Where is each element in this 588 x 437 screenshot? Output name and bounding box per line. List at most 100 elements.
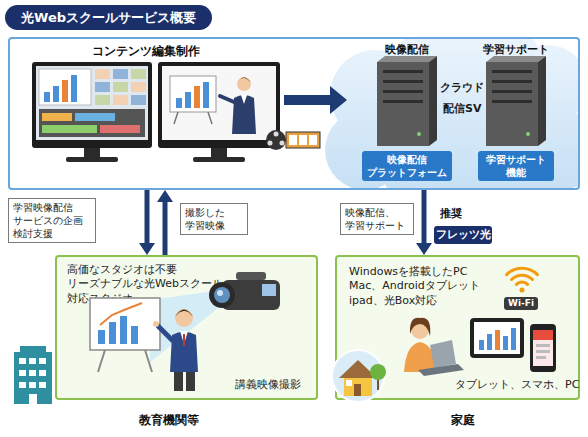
- film-icon: [280, 141, 285, 146]
- platform-badge: 映像配信 プラットフォーム: [362, 151, 452, 181]
- server-heading: 映像配信: [355, 43, 459, 57]
- upload-arrow: [284, 86, 347, 114]
- editing-monitor: [84, 148, 100, 157]
- server-heading: 学習サポート: [466, 43, 566, 57]
- preview-monitor: [162, 66, 276, 140]
- building-icon: [29, 358, 36, 364]
- editing-monitor: [62, 80, 68, 102]
- service-badge: フレッツ光: [434, 226, 492, 244]
- server-icon: [526, 132, 530, 136]
- editing-monitor: [42, 113, 72, 121]
- content-panel: コンテンツ編集制作 映像配信映像配信 プラットフォーム 学習サポート学習サポート 機…: [8, 37, 580, 190]
- preview-monitor: [174, 112, 178, 124]
- server-icon: [383, 70, 423, 73]
- function-badge: 学習サポート 機能: [478, 151, 554, 181]
- studio-box: 高価なスタジオは不要 リーズナブルな光Webスクール 対応スタジオ講義映像撮影教…: [55, 255, 318, 400]
- building-icon: [29, 394, 37, 404]
- editing-monitor: [71, 75, 77, 102]
- editing-monitor: [113, 69, 128, 79]
- wifi-badge: Wi-Fi: [504, 297, 538, 310]
- preview-monitor: [208, 112, 212, 124]
- caption-text: 講義映像撮影: [235, 378, 301, 392]
- title-badge: 光Webスクールサービス概要: [5, 5, 212, 30]
- editing-monitor: [42, 125, 97, 133]
- server-icon: [377, 62, 429, 146]
- editing-monitor: [113, 95, 128, 105]
- film-icon: [266, 130, 320, 150]
- editing-monitor: [95, 95, 110, 105]
- editing-monitor: [131, 69, 146, 79]
- server-icon: [417, 132, 421, 136]
- editing-monitor: [44, 92, 50, 102]
- preview-monitor: [237, 78, 251, 84]
- box-heading: 家庭: [451, 413, 475, 429]
- server-icon: [383, 100, 423, 103]
- building-icon: [19, 370, 26, 376]
- editing-monitor: [75, 113, 115, 121]
- edge-label: 撮影した 学習映像: [180, 203, 248, 235]
- preview-monitor: [194, 86, 200, 108]
- flow-arrow: [422, 190, 427, 243]
- preview-monitor: [232, 95, 256, 134]
- server-label: 配信SV: [443, 101, 481, 116]
- server-icon: [486, 56, 546, 62]
- server-icon: [486, 56, 546, 146]
- server-icon: [377, 56, 437, 146]
- server-icon: [377, 56, 437, 62]
- server-icon: [492, 80, 532, 83]
- film-icon: [289, 135, 297, 145]
- editing-monitor: [39, 109, 145, 137]
- flow-arrow: [145, 190, 150, 243]
- editing-monitor: [131, 95, 146, 105]
- edge-label: 学習映像配信 サービスの企画 検討支援: [8, 198, 96, 243]
- building-icon: [29, 382, 36, 388]
- editing-monitor: [113, 82, 128, 92]
- film-icon: [299, 135, 307, 145]
- editing-monitor: [95, 82, 110, 92]
- preview-monitor: [158, 62, 280, 162]
- building-icon: [14, 352, 52, 404]
- cloud-shape: [508, 45, 579, 125]
- editing-monitor: [32, 62, 152, 162]
- caption-text: タブレット、スマホ、PC: [455, 378, 579, 392]
- editing-monitor: [66, 157, 118, 162]
- building-icon: [19, 382, 26, 388]
- building-icon: [19, 358, 26, 364]
- editing-monitor: [53, 86, 59, 102]
- building-icon: [39, 382, 46, 388]
- editing-monitor: [95, 69, 110, 79]
- building-icon: [14, 346, 52, 404]
- server-icon: [492, 70, 532, 73]
- preview-monitor: [220, 96, 234, 102]
- server-icon: [492, 100, 532, 103]
- server-icon: [429, 56, 437, 146]
- building-icon: [29, 370, 36, 376]
- flow-arrow: [163, 202, 168, 255]
- panel-fill: [8, 37, 580, 190]
- film-icon: [274, 132, 279, 137]
- preview-monitor: [211, 148, 227, 157]
- preview-monitor: [170, 76, 216, 112]
- editing-monitor: [39, 69, 91, 105]
- film-icon: [286, 132, 320, 148]
- box-body: 高価なスタジオは不要 リーズナブルな光Webスクール 対応スタジオ: [67, 263, 242, 306]
- server-icon: [538, 56, 546, 146]
- editing-monitor: [100, 125, 140, 133]
- home-box: Windowsを搭載したPC Mac、Androidタブレット ipad、光Bo…: [335, 255, 580, 400]
- server-icon: [383, 90, 423, 93]
- cloud-label: クラウド: [440, 80, 484, 95]
- recommend-label: 推奨: [440, 207, 462, 221]
- panel-heading: コンテンツ編集制作: [92, 44, 200, 60]
- preview-monitor: [185, 92, 191, 108]
- recommend-badge: 推奨フレッツ光: [434, 207, 496, 247]
- preview-monitor: [241, 95, 247, 104]
- preview-monitor: [176, 98, 182, 108]
- cloud-shape: [330, 50, 420, 140]
- preview-monitor: [237, 77, 251, 91]
- server-icon: [486, 62, 538, 146]
- film-icon: [309, 135, 317, 145]
- preview-monitor: [203, 82, 209, 108]
- server-icon: [383, 80, 423, 83]
- film-icon: [266, 130, 286, 150]
